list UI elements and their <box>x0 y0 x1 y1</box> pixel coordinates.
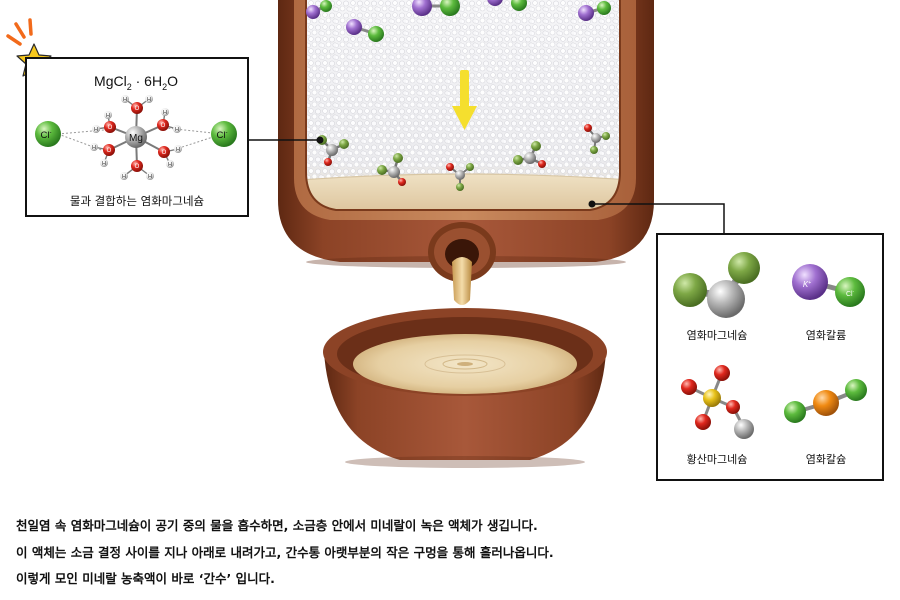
caption-line-3: 이렇게 모인 미네랄 농축액이 바로 ‘간수’ 입니다. <box>16 571 275 586</box>
hydrated-mgcl2-box: MgCl2 · 6H2O H <box>25 57 324 217</box>
svg-text:O: O <box>161 123 166 129</box>
brine-pool <box>306 174 620 210</box>
svg-text:H: H <box>92 145 96 151</box>
legend-label-kcl: 염화칼륨 <box>806 329 846 342</box>
svg-text:H: H <box>122 174 126 180</box>
hydrated-mgcl2-molecule <box>584 124 610 154</box>
svg-text:O: O <box>135 164 140 170</box>
svg-text:H: H <box>176 147 180 153</box>
kcl-molecule <box>412 0 460 16</box>
chloride-ion-right <box>211 121 237 147</box>
legend-label-mgso4: 황산마그네슘 <box>687 453 748 466</box>
hydrated-mgcl2-molecule <box>377 153 406 186</box>
caption-line-1: 천일염 속 염화마그네슘이 공기 중의 물을 흡수하면, 소금층 안에서 미네랄… <box>16 518 538 533</box>
svg-text:Cl-: Cl- <box>41 130 52 141</box>
brine-molecules <box>317 124 610 191</box>
svg-text:H: H <box>175 127 179 133</box>
pot-spout <box>428 222 496 305</box>
svg-text:H: H <box>147 97 151 103</box>
svg-text:Cl-: Cl- <box>846 289 855 298</box>
svg-text:K+: K+ <box>803 280 811 289</box>
magnesium-label: Mg <box>129 133 143 144</box>
legend-label-cacl2: 염화칼슘 <box>806 453 846 466</box>
kcl-molecule <box>306 0 332 19</box>
hydrated-mgcl2-molecule <box>446 163 474 191</box>
svg-text:H: H <box>148 174 152 180</box>
svg-text:H: H <box>94 127 98 133</box>
svg-text:H: H <box>168 162 172 168</box>
svg-text:H: H <box>163 110 167 116</box>
hydrated-mgcl2-molecule <box>513 141 546 168</box>
down-arrow-icon <box>452 70 477 130</box>
kcl-molecule <box>487 0 527 11</box>
callout-line-right <box>592 203 725 234</box>
kcl-molecule <box>346 19 384 42</box>
mgcl2-molecule-icon <box>673 252 760 318</box>
explanation-text: 천일염 속 염화마그네슘이 공기 중의 물을 흡수하면, 소금층 안에서 미네랄… <box>16 513 876 593</box>
legend-label-mgcl2: 염화마그네슘 <box>687 329 748 342</box>
salt-molecules <box>306 0 611 42</box>
mgso4-molecule-icon <box>681 365 754 439</box>
formula-title: MgCl2 · 6H2O <box>94 73 178 92</box>
chloride-ion-left <box>35 121 61 147</box>
cacl2-molecule-icon <box>784 379 867 423</box>
svg-text:O: O <box>107 148 112 154</box>
magnesium-atom <box>125 126 147 148</box>
svg-text:H: H <box>106 113 110 119</box>
caption-line-2: 이 액체는 소금 결정 사이를 지나 아래로 내려가고, 간수통 아랫부분의 작… <box>16 544 554 560</box>
svg-text:O: O <box>135 106 140 112</box>
svg-text:Cl-: Cl- <box>217 130 228 141</box>
svg-text:O: O <box>162 150 167 156</box>
svg-text:O: O <box>108 125 113 131</box>
kcl-molecule-icon: K+ Cl- <box>792 264 865 307</box>
oxygen-atoms: O O O O O O <box>103 102 170 172</box>
mineral-legend-box: 염화마그네슘 K+ Cl- 염화칼륨 황산마그네슘 <box>588 200 884 481</box>
kcl-molecule <box>578 1 611 21</box>
svg-text:H: H <box>123 97 127 103</box>
svg-text:H: H <box>102 161 106 167</box>
left-box-caption: 물과 결합하는 염화마그네슘 <box>70 194 204 208</box>
hydrogen-atoms: H H H H H H H H H H H H <box>90 95 182 180</box>
collection-bowl <box>323 308 607 468</box>
